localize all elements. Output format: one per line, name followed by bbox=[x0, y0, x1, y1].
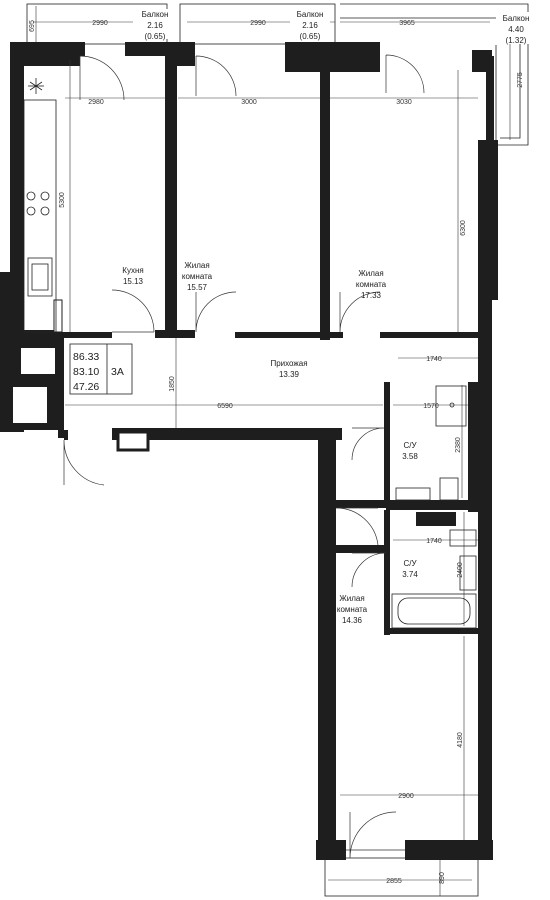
balcony1-area: 2.16 bbox=[147, 21, 163, 30]
shower-icon bbox=[435, 385, 467, 427]
bath1-area: 3.58 bbox=[402, 452, 418, 461]
hall-area: 13.39 bbox=[279, 370, 300, 379]
dim-living3-d: 4180 bbox=[457, 732, 464, 748]
toilet2-icon bbox=[449, 529, 477, 547]
living2-name2: комната bbox=[356, 280, 387, 289]
room-labels: Кухня 15.13 Жилая комната 15.57 Жилая ко… bbox=[122, 261, 418, 625]
dim-living1-w: 3000 bbox=[241, 99, 257, 106]
living1-area: 15.57 bbox=[187, 283, 208, 292]
balcony1-reduced: (0.65) bbox=[145, 32, 166, 41]
balcony2-area: 2.16 bbox=[302, 21, 318, 30]
balcony2-reduced: (0.65) bbox=[300, 32, 321, 41]
dim-b4-w: 2855 bbox=[386, 878, 402, 885]
living2-name1: Жилая bbox=[358, 269, 383, 278]
toilet-icon bbox=[439, 477, 459, 501]
dim-b2-w: 2990 bbox=[250, 20, 266, 27]
dim-b3-w: 3965 bbox=[399, 20, 415, 27]
dim-bath2-w: 1740 bbox=[426, 538, 442, 545]
living1-name2: комната bbox=[182, 272, 213, 281]
dim-b1-w: 2990 bbox=[92, 20, 108, 27]
area-summary: 86.33 83.10 47.26 3A bbox=[69, 343, 133, 395]
hall-name: Прихожая bbox=[270, 359, 307, 368]
bathtub-icon bbox=[391, 593, 477, 629]
dim-b4-d: 890 bbox=[439, 872, 446, 884]
dim-kitchen-w: 2980 bbox=[88, 99, 104, 106]
bath1-name: С/У bbox=[403, 441, 417, 450]
living1-name1: Жилая bbox=[184, 261, 209, 270]
balcony3-area: 4.40 bbox=[508, 25, 524, 34]
dim-bath1-w: 1570 bbox=[423, 403, 439, 410]
fixtures bbox=[23, 78, 477, 629]
balcony-labels: Балкон 2.16 (0.65) Балкон 2.16 (0.65) Ба… bbox=[133, 9, 536, 45]
dim-b1-d: 695 bbox=[29, 20, 36, 32]
balcony3-name: Балкон bbox=[503, 14, 530, 23]
vent-icon bbox=[28, 78, 44, 94]
living-area: 47.26 bbox=[73, 381, 99, 393]
dim-corr-w: 1740 bbox=[426, 356, 442, 363]
balcony-outlines bbox=[26, 3, 529, 897]
dim-bath2-d: 2400 bbox=[457, 562, 464, 578]
stove-icon bbox=[26, 191, 50, 216]
dim-living2-d: 6300 bbox=[460, 220, 467, 236]
balcony2-name: Балкон bbox=[297, 10, 324, 19]
kitchen-area: 15.13 bbox=[123, 277, 144, 286]
living3-name1: Жилая bbox=[339, 594, 364, 603]
dim-living3-w: 2900 bbox=[398, 793, 414, 800]
living-area-total: 83.10 bbox=[73, 366, 99, 378]
total-area: 86.33 bbox=[73, 351, 99, 363]
doors bbox=[63, 54, 425, 859]
dim-bath1-d: 2380 bbox=[455, 437, 462, 453]
dimension-labels: 2990 2990 3965 695 2775 2980 3000 3030 5… bbox=[29, 20, 524, 885]
dimension-lines bbox=[33, 6, 511, 896]
kitchen-name: Кухня bbox=[122, 266, 143, 275]
dim-hall-w: 6590 bbox=[217, 403, 233, 410]
walls bbox=[0, 42, 498, 860]
bath2-name: С/У bbox=[403, 559, 417, 568]
balcony1-name: Балкон bbox=[142, 10, 169, 19]
balcony3-reduced: (1.32) bbox=[506, 36, 527, 45]
dim-b3-d: 2775 bbox=[517, 72, 524, 88]
dim-hall-d: 1850 bbox=[169, 376, 176, 392]
living2-area: 17.33 bbox=[361, 291, 382, 300]
sink-icon bbox=[27, 257, 53, 297]
dim-living2-w: 3030 bbox=[396, 99, 412, 106]
washbasin2-icon bbox=[459, 555, 477, 591]
washbasin-icon bbox=[395, 487, 431, 501]
dim-kitchen-d: 5300 bbox=[59, 192, 66, 208]
living3-name2: комната bbox=[337, 605, 368, 614]
rooms-code: 3A bbox=[111, 366, 124, 378]
bath2-area: 3.74 bbox=[402, 570, 418, 579]
living3-area: 14.36 bbox=[342, 616, 363, 625]
